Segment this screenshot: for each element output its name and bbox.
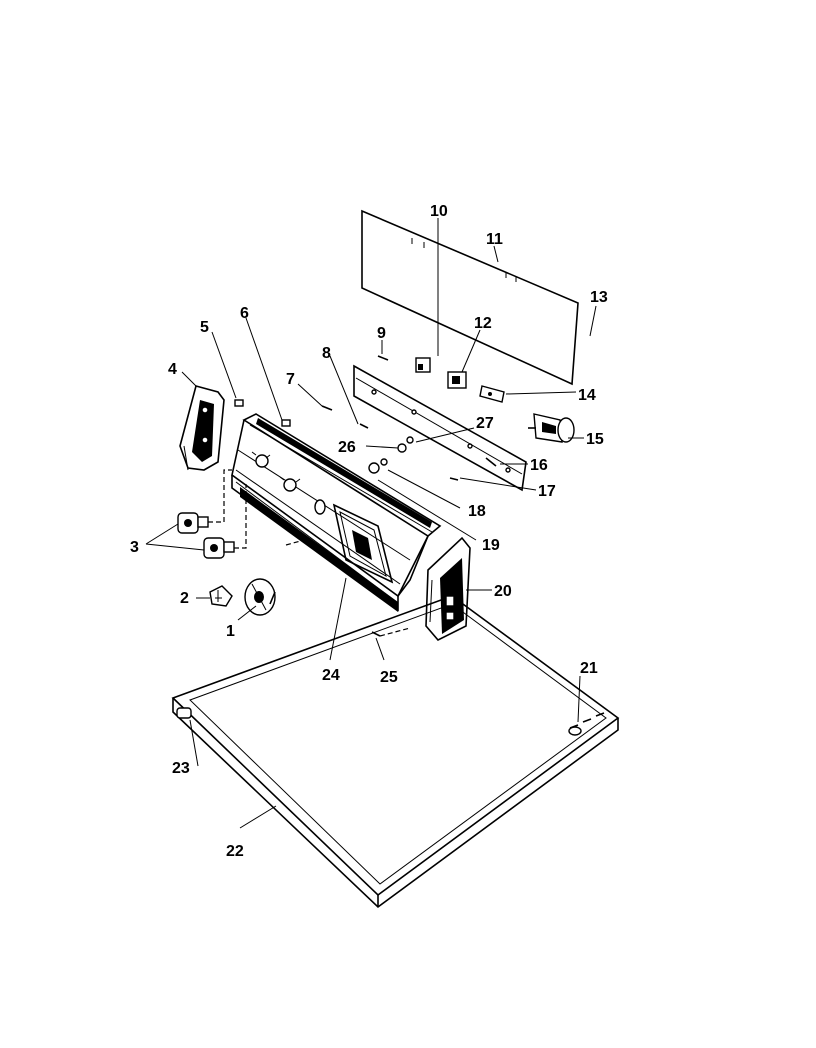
screw-part-7: [321, 405, 333, 411]
label-2: 2: [180, 590, 189, 607]
label-3: 3: [130, 539, 139, 556]
label-7: 7: [286, 371, 295, 388]
timer-part-15: [528, 413, 575, 443]
part-16: [485, 457, 497, 467]
part-17: [449, 477, 459, 481]
mounting-bracket: [353, 364, 527, 492]
screw-part-25: [371, 627, 411, 637]
label-24: 24: [322, 667, 340, 684]
left-end-cap: [179, 385, 225, 471]
part-14: [479, 385, 505, 403]
label-22: 22: [226, 843, 244, 860]
label-20: 20: [494, 583, 512, 600]
dryer-top-panel: [171, 595, 620, 909]
control-console: [231, 413, 442, 612]
screw-part-9: [377, 355, 389, 361]
label-25: 25: [380, 669, 398, 686]
label-5: 5: [200, 319, 209, 336]
knob-part-1: [244, 578, 276, 616]
label-21: 21: [580, 660, 598, 677]
label-12: 12: [474, 315, 492, 332]
label-11: 11: [486, 231, 503, 248]
label-15: 15: [586, 431, 604, 448]
label-13: 13: [590, 289, 608, 306]
label-16: 16: [530, 457, 548, 474]
part-26: [397, 443, 407, 453]
clip-part-5: [234, 399, 244, 407]
part-8: [359, 423, 369, 429]
knob-part-2: [209, 585, 233, 607]
rear-panel: [361, 209, 579, 386]
label-27: 27: [476, 415, 494, 432]
label-4: 4: [168, 361, 177, 378]
part-18: [368, 458, 388, 474]
label-10: 10: [430, 203, 448, 220]
part-27: [406, 436, 414, 444]
label-23: 23: [172, 760, 190, 777]
label-9: 9: [377, 325, 386, 342]
label-6: 6: [240, 305, 249, 322]
part-number-labels: 10 11 13 12 9 8 5 6 4 7 14 27 26 15 16 1…: [130, 203, 608, 860]
switch-upper: [177, 512, 209, 534]
label-19: 19: [482, 537, 500, 554]
label-1: 1: [226, 623, 235, 640]
part-12: [447, 371, 467, 389]
switch-lower: [203, 537, 235, 559]
label-17: 17: [538, 483, 556, 500]
right-end-cap: [425, 536, 471, 641]
label-8: 8: [322, 345, 331, 362]
clip-part-6: [281, 419, 291, 427]
label-18: 18: [468, 503, 486, 520]
label-14: 14: [578, 387, 596, 404]
label-26: 26: [338, 439, 356, 456]
part-10: [415, 357, 431, 373]
leader-lines: [145, 218, 597, 829]
